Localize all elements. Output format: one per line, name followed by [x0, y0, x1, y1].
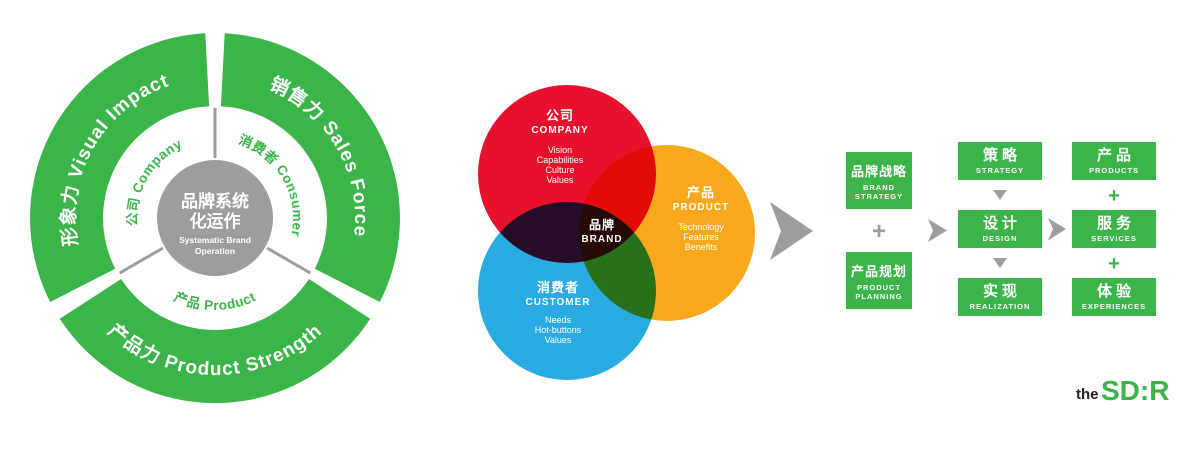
wheel-segment-visual-impact: [30, 33, 210, 303]
wheel-spoke-left: [118, 246, 164, 275]
venn-brand-zh: 品牌: [589, 217, 615, 232]
flow-box-realization-zh: 实现: [983, 282, 1021, 300]
venn-product-en: PRODUCT: [673, 202, 729, 213]
wheel-center-title-line2: 化运作: [190, 211, 241, 231]
wheel-segment-product-strength: [59, 279, 371, 404]
flow-box-product-planning-en1: PRODUCT: [857, 283, 901, 292]
venn-customer-line: Hot-buttons: [535, 325, 582, 335]
wheel-center-title-line1: 品牌系统: [181, 191, 249, 211]
chevron-right-icon: [928, 219, 947, 242]
venn-company-en: COMPANY: [531, 125, 588, 136]
venn-company-labels: 公司 COMPANY Vision Capabilities Culture V…: [531, 108, 588, 185]
venn-brand-en: BRAND: [581, 234, 622, 245]
venn-customer-labels: 消费者 CUSTOMER Needs Hot-buttons Values: [525, 280, 590, 345]
wheel-center-subtitle-line1: Systematic Brand: [179, 235, 251, 245]
venn-customer-en: CUSTOMER: [525, 297, 590, 308]
chevron-right-icon: [1048, 218, 1066, 241]
flow-diagram: 品牌战略 BRAND STRATEGY + 产品规划 PRODUCT PLANN…: [846, 142, 1156, 316]
flow-box-realization-en: REALIZATION: [970, 302, 1031, 311]
venn-circle-customer: [478, 202, 656, 380]
wheel-label-product: 产品 Product: [172, 288, 258, 313]
brand-wheel: 形象力 Visual Impact 销售力 Sales Force 产品力 Pr…: [30, 33, 400, 404]
venn-diagram: 公司 COMPANY Vision Capabilities Culture V…: [478, 85, 755, 380]
plus-sign: +: [1108, 185, 1120, 207]
flow-box-strategy: [958, 142, 1042, 180]
flow-box-experiences: [1072, 278, 1156, 316]
flow-box-experiences-zh: 体验: [1097, 282, 1135, 300]
venn-product-line: Features: [683, 232, 719, 242]
flow-box-realization: [958, 278, 1042, 316]
flow-box-strategy-zh: 策略: [982, 146, 1021, 164]
flow-box-services-en: SERVICES: [1091, 234, 1137, 243]
logo: the SD:R: [1076, 375, 1169, 406]
venn-customer-zh: 消费者: [537, 280, 579, 295]
venn-company-line: Capabilities: [537, 155, 584, 165]
flow-box-brand-strategy-zh: 品牌战略: [851, 164, 907, 179]
arrow-right-icon: [770, 202, 813, 260]
logo-name: SD:R: [1101, 375, 1169, 406]
flow-box-products-zh: 产品: [1097, 146, 1135, 164]
venn-brand-label: 品牌 BRAND: [581, 217, 622, 245]
venn-customer-line: Needs: [545, 315, 572, 325]
flow-box-product-planning: [846, 252, 912, 309]
flow-box-product-planning-en2: PLANNING: [855, 292, 902, 301]
flow-box-brand-strategy: [846, 152, 912, 209]
venn-product-labels: 产品 PRODUCT Technology Features Benefits: [673, 185, 729, 252]
flow-box-products: [1072, 142, 1156, 180]
venn-company-line: Values: [547, 175, 574, 185]
venn-company-line: Culture: [545, 165, 574, 175]
flow-box-design-zh: 设计: [983, 214, 1021, 232]
flow-box-brand-strategy-en1: BRAND: [863, 183, 895, 192]
wheel-segment-sales-force: [220, 33, 400, 303]
venn-product-zh: 产品: [687, 185, 715, 200]
flow-box-services: [1072, 210, 1156, 248]
plus-sign: +: [1108, 253, 1120, 275]
venn-customer-line: Values: [545, 335, 572, 345]
venn-product-line: Benefits: [685, 242, 718, 252]
flow-box-product-planning-zh: 产品规划: [851, 264, 907, 279]
venn-company-line: Vision: [548, 145, 572, 155]
flow-box-products-en: PRODUCTS: [1089, 166, 1139, 175]
arrow-down-icon: [993, 258, 1007, 268]
flow-box-services-zh: 服务: [1097, 214, 1135, 232]
venn-product-line: Technology: [678, 222, 724, 232]
flow-box-experiences-en: EXPERIENCES: [1082, 302, 1146, 311]
wheel-spoke-right: [266, 246, 312, 275]
venn-company-zh: 公司: [546, 108, 574, 123]
logo-prefix: the: [1076, 386, 1099, 403]
flow-box-design-en: DESIGN: [983, 234, 1018, 243]
wheel-center-circle: [157, 160, 273, 276]
flow-box-design: [958, 210, 1042, 248]
plus-sign: +: [872, 218, 886, 245]
arrow-down-icon: [993, 190, 1007, 200]
wheel-center-subtitle-line2: Operation: [195, 246, 235, 256]
flow-box-brand-strategy-en2: STRATEGY: [855, 192, 903, 201]
flow-box-strategy-en: STRATEGY: [976, 166, 1024, 175]
